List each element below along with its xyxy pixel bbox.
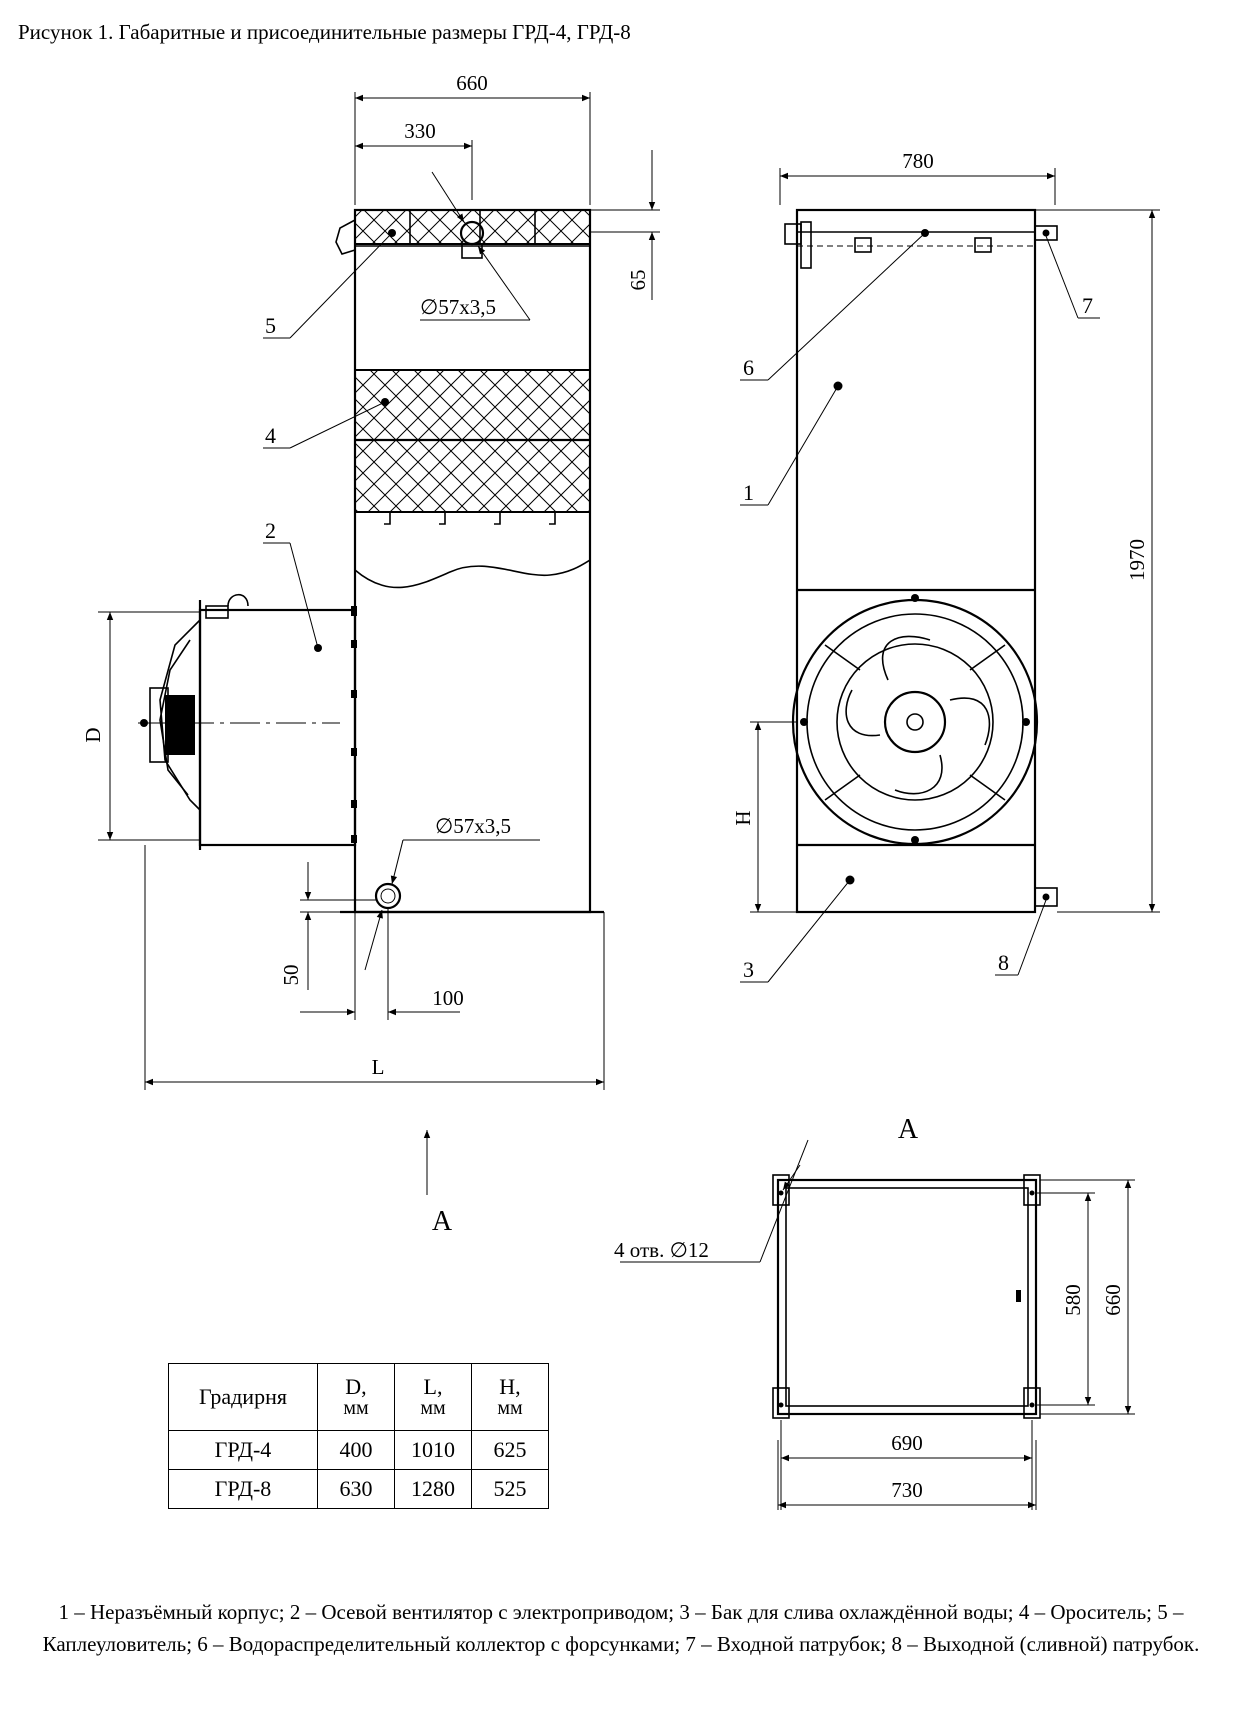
cell-l: 1010	[394, 1430, 472, 1470]
dim-side-width: 780	[902, 149, 934, 173]
th-model: Градирня	[168, 1363, 318, 1431]
cell-d: 400	[317, 1430, 395, 1470]
plan-dimension-labels: 4 отв. ∅12 580 660 690 730	[614, 1238, 1125, 1502]
side-dimension-labels: 780 1970 H	[731, 149, 1149, 826]
fan-motor	[165, 695, 195, 755]
callout-8: 8	[998, 950, 1009, 975]
legend-text: 1 – Неразъёмный корпус; 2 – Осевой венти…	[42, 1600, 1200, 1656]
outlet-pipe-front	[374, 882, 402, 910]
dim-length: L	[372, 1055, 385, 1079]
plan-view: А	[772, 1114, 1041, 1419]
dim-offset-100: 100	[432, 986, 464, 1010]
view-arrow-label: А	[432, 1206, 453, 1237]
th-h: H,мм	[471, 1363, 549, 1431]
th-l: L,мм	[394, 1363, 472, 1431]
dim-pipe-bottom: ∅57х3,5	[435, 814, 511, 838]
dim-plan-depth-inner: 580	[1061, 1284, 1085, 1316]
fan-hub	[883, 690, 947, 754]
drop-catcher	[354, 209, 591, 245]
dim-offset-50: 50	[279, 965, 303, 986]
callout-1: 1	[743, 480, 754, 505]
front-dimensions	[98, 92, 660, 1195]
dim-plan-width-inner: 690	[891, 1431, 923, 1455]
table-header-row: Градирня D,мм L,мм H,мм	[168, 1363, 549, 1431]
dim-pipe-top: ∅57х3,5	[420, 295, 496, 319]
dim-plan-width-outer: 730	[891, 1478, 923, 1502]
table-row: ГРД-8 630 1280 525	[168, 1469, 549, 1509]
cell-model: ГРД-8	[168, 1469, 318, 1509]
callout-5: 5	[265, 313, 276, 338]
cell-d: 630	[317, 1469, 395, 1509]
dim-total-height: 1970	[1125, 539, 1149, 581]
table-row: ГРД-4 400 1010 625	[168, 1430, 549, 1470]
callouts: 5 4 2 6 1 3 7 8	[263, 229, 1100, 983]
callout-2: 2	[265, 518, 276, 543]
figure-caption: Рисунок 1. Габаритные и присоединительны…	[18, 20, 631, 44]
side-dimensions	[750, 168, 1160, 913]
side-body	[795, 208, 1037, 914]
spec-table: Градирня D,мм L,мм H,мм ГРД-4 400 1010 6…	[168, 1363, 549, 1509]
fan-housing	[198, 608, 357, 847]
dim-front-width: 660	[456, 71, 488, 95]
cell-h: 525	[471, 1469, 549, 1509]
technical-drawing: 660 330 65 ∅57х3,5 ∅57х3,5 D 50 100 L А	[81, 71, 1160, 1510]
plan-dimensions	[620, 1139, 1135, 1510]
dim-plan-depth-outer: 660	[1101, 1284, 1125, 1316]
cell-l: 1280	[394, 1469, 472, 1509]
dim-top-height: 65	[626, 270, 650, 291]
th-d: D,мм	[317, 1363, 395, 1431]
front-dimension-labels: 660 330 65 ∅57х3,5 ∅57х3,5 D 50 100 L А	[81, 71, 650, 1237]
dim-fan-height: H	[731, 810, 755, 825]
plan-frame-outer	[776, 1178, 1038, 1416]
callout-7: 7	[1082, 293, 1093, 318]
dim-holes: 4 отв. ∅12	[614, 1238, 709, 1262]
front-view	[138, 208, 604, 914]
dim-half-width: 330	[404, 119, 436, 143]
side-view	[784, 208, 1058, 914]
dim-diameter: D	[81, 727, 105, 742]
callout-4: 4	[265, 423, 276, 448]
cell-model: ГРД-4	[168, 1430, 318, 1470]
plan-view-label: А	[898, 1114, 919, 1145]
callout-3: 3	[743, 957, 754, 982]
callout-6: 6	[743, 355, 754, 380]
cell-h: 625	[471, 1430, 549, 1470]
